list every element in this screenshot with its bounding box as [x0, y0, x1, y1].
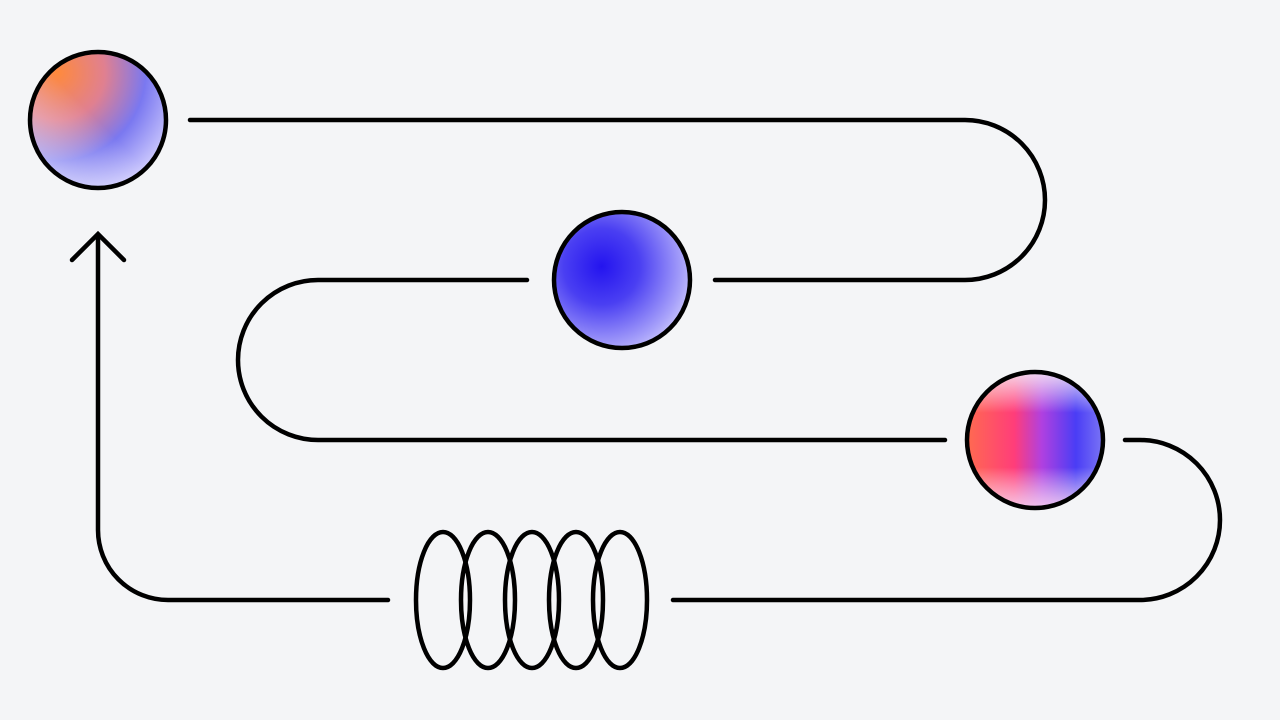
arrow-up-icon: [69, 230, 127, 263]
path-segment-bottom: [670, 437, 1223, 603]
sphere-blue: [551, 209, 693, 351]
path-segment-top: [187, 117, 1048, 283]
sphere-orange-blue: [27, 49, 169, 191]
sphere-red-blue: [964, 369, 1106, 511]
path-segment-middle: [235, 277, 948, 443]
coil-icon: [413, 529, 650, 671]
path-segment-return: [95, 233, 391, 603]
